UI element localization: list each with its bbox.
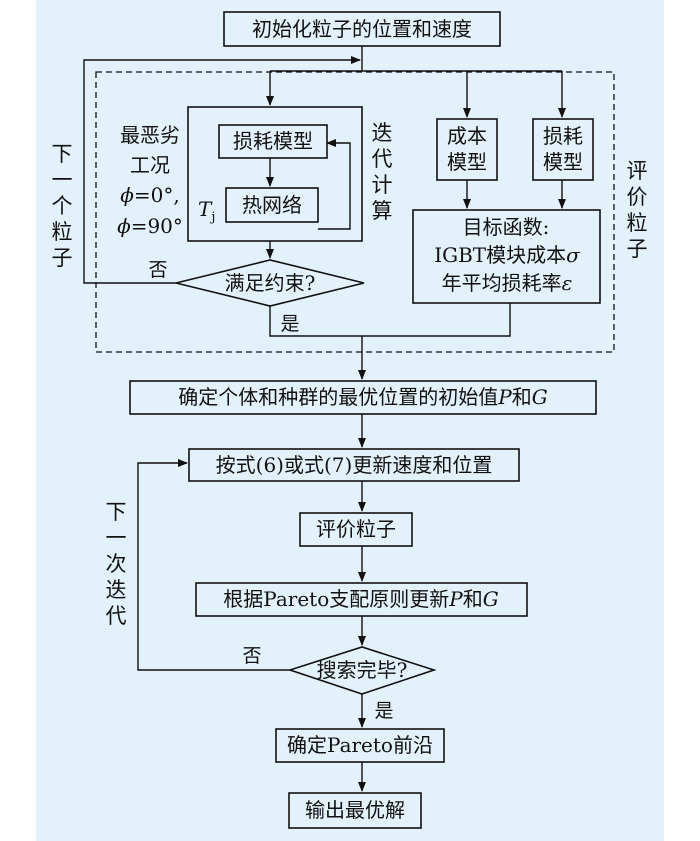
arrow-next-iteration-loop [137,459,290,671]
connector-objective-merge [362,303,511,337]
evaluate-particle-label: 评价粒子 [316,517,396,541]
pareto-front-box: 确定Pareto前沿 [275,728,445,763]
evaluate-particle-box: 评价粒子 [299,512,413,547]
svg-text:代: 代 [106,604,127,628]
output-box: 输出最优解 [288,792,422,829]
pareto-update-box: 根据Pareto支配原则更新P和G [195,582,528,617]
svg-text:下: 下 [52,142,73,166]
no-label-constraint: 否 [148,259,167,281]
evaluate-particle-region [95,71,615,353]
connector-yes-merge [269,306,362,337]
loss-model-right-line2: 模型 [543,150,583,174]
tj-label: Tj [198,197,215,225]
phi-ninety-label: ϕ=90° [117,214,183,238]
cost-model-box: 成本 模型 [436,118,498,181]
determine-initial-label: 确定个体和种群的最优位置的初始值P和G [178,385,547,409]
loss-model-right-box: 损耗 模型 [532,118,594,181]
cost-model-line2: 模型 [447,150,487,174]
search-done-label: 搜索完毕? [317,658,408,682]
thermal-network-label: 热网络 [242,193,302,217]
search-done-decision: 搜索完毕? [287,646,437,695]
svg-text:评: 评 [627,159,648,183]
yes-label-search: 是 [374,700,393,722]
svg-text:粒: 粒 [52,220,73,244]
svg-text:代: 代 [372,147,393,171]
pareto-update-label: 根据Pareto支配原则更新P和G [223,587,498,611]
init-label: 初始化粒子的位置和速度 [252,17,472,41]
iterative-calc-label: 迭 代 计 算 [372,121,393,223]
svg-text:计: 计 [372,173,393,197]
output-label: 输出最优解 [305,798,405,822]
loss-model-inner-label: 损耗模型 [233,129,313,153]
objective-line3: 年平均损耗率ε [442,271,573,295]
svg-text:价: 价 [627,185,648,209]
update-velocity-label: 按式(6)或式(7)更新速度和位置 [216,453,493,477]
svg-text:子: 子 [52,246,73,270]
svg-text:个: 个 [52,194,73,218]
pareto-front-label: 确定Pareto前沿 [287,733,433,757]
objective-line2: IGBT模块成本σ [434,243,581,267]
svg-text:次: 次 [106,552,127,576]
constraint-decision: 满足约束? [175,259,365,307]
svg-text:下: 下 [106,500,127,524]
phi-zero-label: ϕ=0°, [120,183,179,207]
arrow-next-particle-loop [83,56,361,284]
determine-initial-box: 确定个体和种群的最优位置的初始值P和G [129,380,597,415]
constraint-label: 满足约束? [225,271,316,295]
update-velocity-box: 按式(6)或式(7)更新速度和位置 [188,448,520,482]
next-particle-label: 下 一 个 粒 子 [52,142,73,270]
thermal-network-box: 热网络 [225,187,319,223]
cost-model-line1: 成本 [447,124,487,148]
objective-line1: 目标函数: [463,215,550,239]
worst-case-line1: 最恶劣 [120,123,180,147]
yes-label-constraint: 是 [280,313,299,335]
arrow-thermal-feedback [318,139,351,230]
svg-text:迭: 迭 [372,121,393,145]
svg-text:子: 子 [627,237,648,261]
evaluate-particle-side-label: 评 价 粒 子 [627,159,648,261]
svg-text:一: 一 [106,526,127,550]
svg-text:粒: 粒 [627,211,648,235]
objective-function-box: 目标函数: IGBT模块成本σ 年平均损耗率ε [412,209,601,304]
svg-text:迭: 迭 [106,578,127,602]
loss-model-inner-box: 损耗模型 [218,124,328,159]
next-iteration-label: 下 一 次 迭 代 [106,500,127,628]
init-box: 初始化粒子的位置和速度 [223,11,501,47]
svg-text:一: 一 [52,168,73,192]
no-label-search: 否 [242,645,261,667]
worst-case-line2: 工况 [130,153,170,177]
svg-text:算: 算 [372,199,393,223]
loss-model-right-line1: 损耗 [543,124,583,148]
